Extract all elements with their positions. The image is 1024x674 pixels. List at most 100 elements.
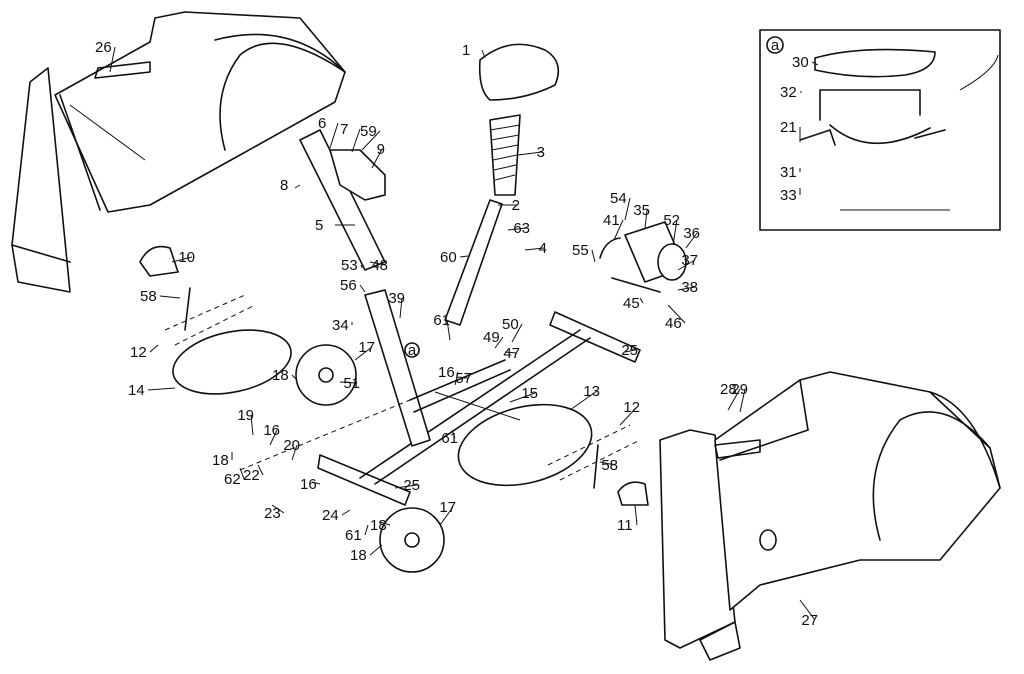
- leader-line: [799, 599, 816, 621]
- part-number-label: 15: [521, 385, 538, 402]
- frame: [317, 199, 641, 506]
- leader-line: [311, 481, 321, 485]
- part-number-label: 30: [792, 54, 809, 71]
- part-number-label: 54: [610, 190, 627, 207]
- part-number-label: 26: [95, 39, 112, 56]
- leader-line: [394, 484, 418, 489]
- leader-line: [624, 349, 636, 353]
- part-number-label: 28: [720, 381, 737, 398]
- part-number-label: 33: [780, 187, 797, 204]
- inset-marker-circle: [766, 36, 784, 54]
- belt-left: [172, 329, 292, 395]
- leader-line: [624, 197, 631, 221]
- leader-line: [667, 304, 686, 324]
- leader-line: [369, 261, 386, 266]
- leader-line: [250, 414, 254, 436]
- part-number-label: 41: [603, 212, 620, 229]
- leader-line: [371, 148, 383, 169]
- part-number-label: 61: [345, 527, 362, 544]
- part-number-label: 31: [780, 164, 797, 181]
- part-number-label: 57: [455, 370, 472, 387]
- leader-line: [569, 390, 598, 411]
- leader-line: [511, 323, 523, 343]
- leader-line: [361, 130, 381, 151]
- part-number-label: 53: [341, 257, 358, 274]
- leader-line: [509, 392, 536, 403]
- callout-marker: a: [408, 342, 417, 359]
- part-number-label: 10: [178, 249, 195, 266]
- leader-line: [354, 346, 373, 361]
- part-number-label: 49: [483, 329, 500, 346]
- leader-line: [727, 388, 741, 411]
- leader-line: [451, 429, 456, 439]
- leader-line: [239, 467, 245, 480]
- left-cover: [11, 11, 346, 293]
- belt-right: [457, 403, 593, 487]
- pedal-right: [617, 481, 649, 506]
- generator: [599, 221, 687, 293]
- leader-line: [672, 219, 678, 246]
- leader-line: [517, 151, 543, 156]
- wheel-upper: [295, 344, 357, 406]
- part-number-label: 37: [681, 252, 698, 269]
- part-number-label: 17: [358, 339, 375, 356]
- leader-line: [685, 232, 698, 249]
- part-number-label: 2: [512, 197, 520, 214]
- leader-line: [359, 284, 366, 293]
- leader-line: [481, 49, 486, 59]
- leader-line: [171, 256, 193, 263]
- part-number-label: 48: [371, 257, 388, 274]
- part-number-label: 11: [617, 517, 633, 534]
- leader-line: [494, 336, 504, 349]
- part-number-label: 39: [388, 290, 405, 307]
- part-number-label: 38: [681, 279, 698, 296]
- part-number-label: 55: [572, 242, 589, 259]
- part-number-label: 27: [801, 612, 818, 629]
- part-number-label: 8: [280, 177, 288, 194]
- leader-line: [619, 406, 638, 426]
- part-number-label: 1: [462, 42, 470, 59]
- part-number-label: 36: [683, 225, 700, 242]
- right-cover: [659, 371, 1001, 661]
- leader-line: [291, 444, 298, 461]
- part-number-label: 12: [623, 399, 640, 416]
- leader-line: [677, 286, 696, 291]
- part-number-label: 19: [237, 407, 254, 424]
- part-number-label: 59: [360, 123, 377, 140]
- part-number-label: 17: [439, 499, 456, 516]
- part-number-label: 3: [537, 144, 545, 161]
- leader-line: [739, 388, 746, 413]
- part-number-label: 21: [780, 119, 797, 136]
- leader-line: [294, 184, 301, 189]
- part-number-label: 47: [503, 345, 520, 362]
- seat: [478, 43, 560, 101]
- part-number-label: 45: [623, 295, 640, 312]
- inset-marker: a: [771, 37, 780, 54]
- leader-line: [339, 381, 358, 384]
- leader-line: [454, 371, 459, 386]
- part-number-label: 9: [377, 141, 385, 158]
- part-number-label: 7: [340, 121, 348, 138]
- leader-line: [149, 344, 159, 353]
- leader-line: [360, 264, 363, 269]
- leader-line: [159, 295, 181, 299]
- part-number-label: 52: [663, 212, 680, 229]
- part-number-label: 60: [440, 249, 457, 266]
- part-number-label: 50: [502, 316, 519, 333]
- leader-line: [504, 351, 518, 354]
- leader-line: [459, 255, 469, 258]
- wheel-lower: [379, 507, 445, 573]
- part-number-label: 23: [264, 505, 281, 522]
- part-number-label: 61: [433, 312, 450, 329]
- part-number-label: 61: [441, 430, 458, 447]
- callout-marker-circle: [404, 342, 420, 358]
- part-number-label: 35: [633, 202, 650, 219]
- part-number-label: 20: [283, 437, 300, 454]
- seat-spring: [489, 114, 521, 196]
- leader-line: [507, 227, 528, 231]
- leader-line: [109, 46, 116, 73]
- part-number-label: 56: [340, 277, 357, 294]
- leader-line: [634, 504, 638, 526]
